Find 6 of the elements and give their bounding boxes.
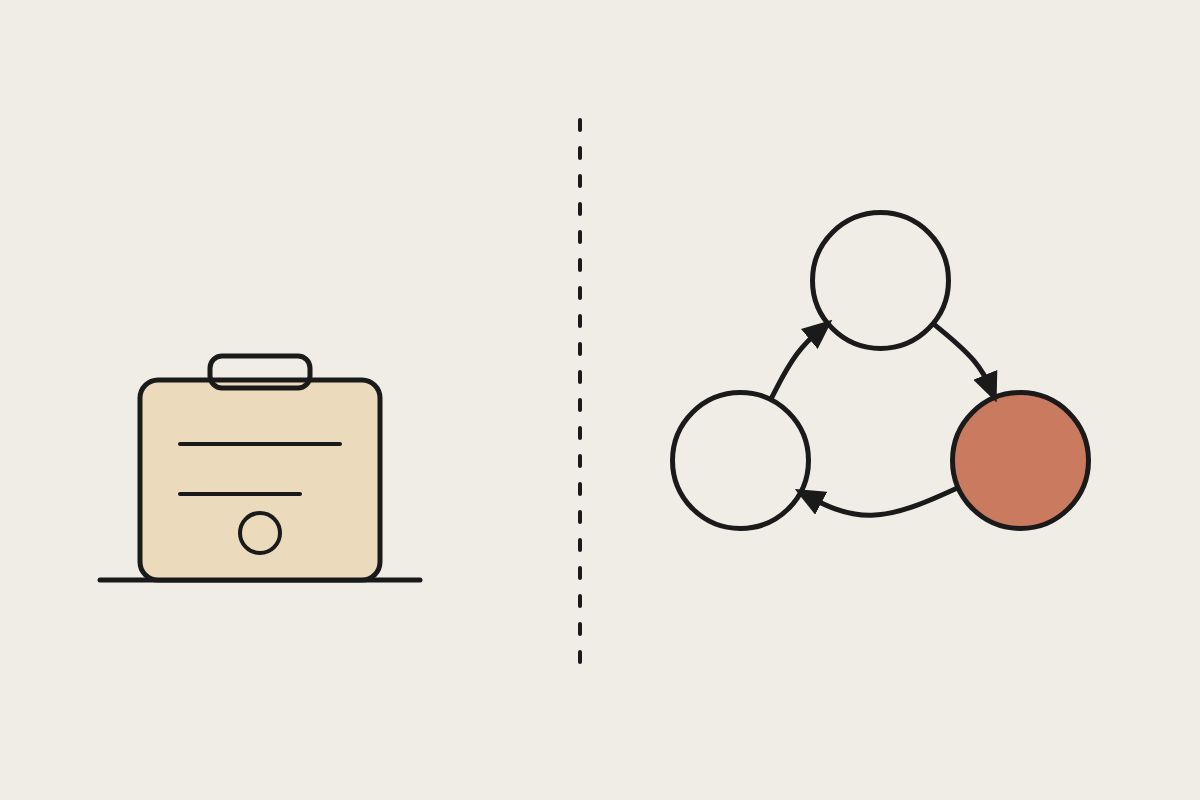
circle-node <box>669 389 811 531</box>
filled-circle-node <box>949 389 1091 531</box>
circle-node <box>809 209 951 351</box>
arrow <box>768 320 832 401</box>
arrow <box>931 321 999 402</box>
arrow <box>795 485 959 518</box>
